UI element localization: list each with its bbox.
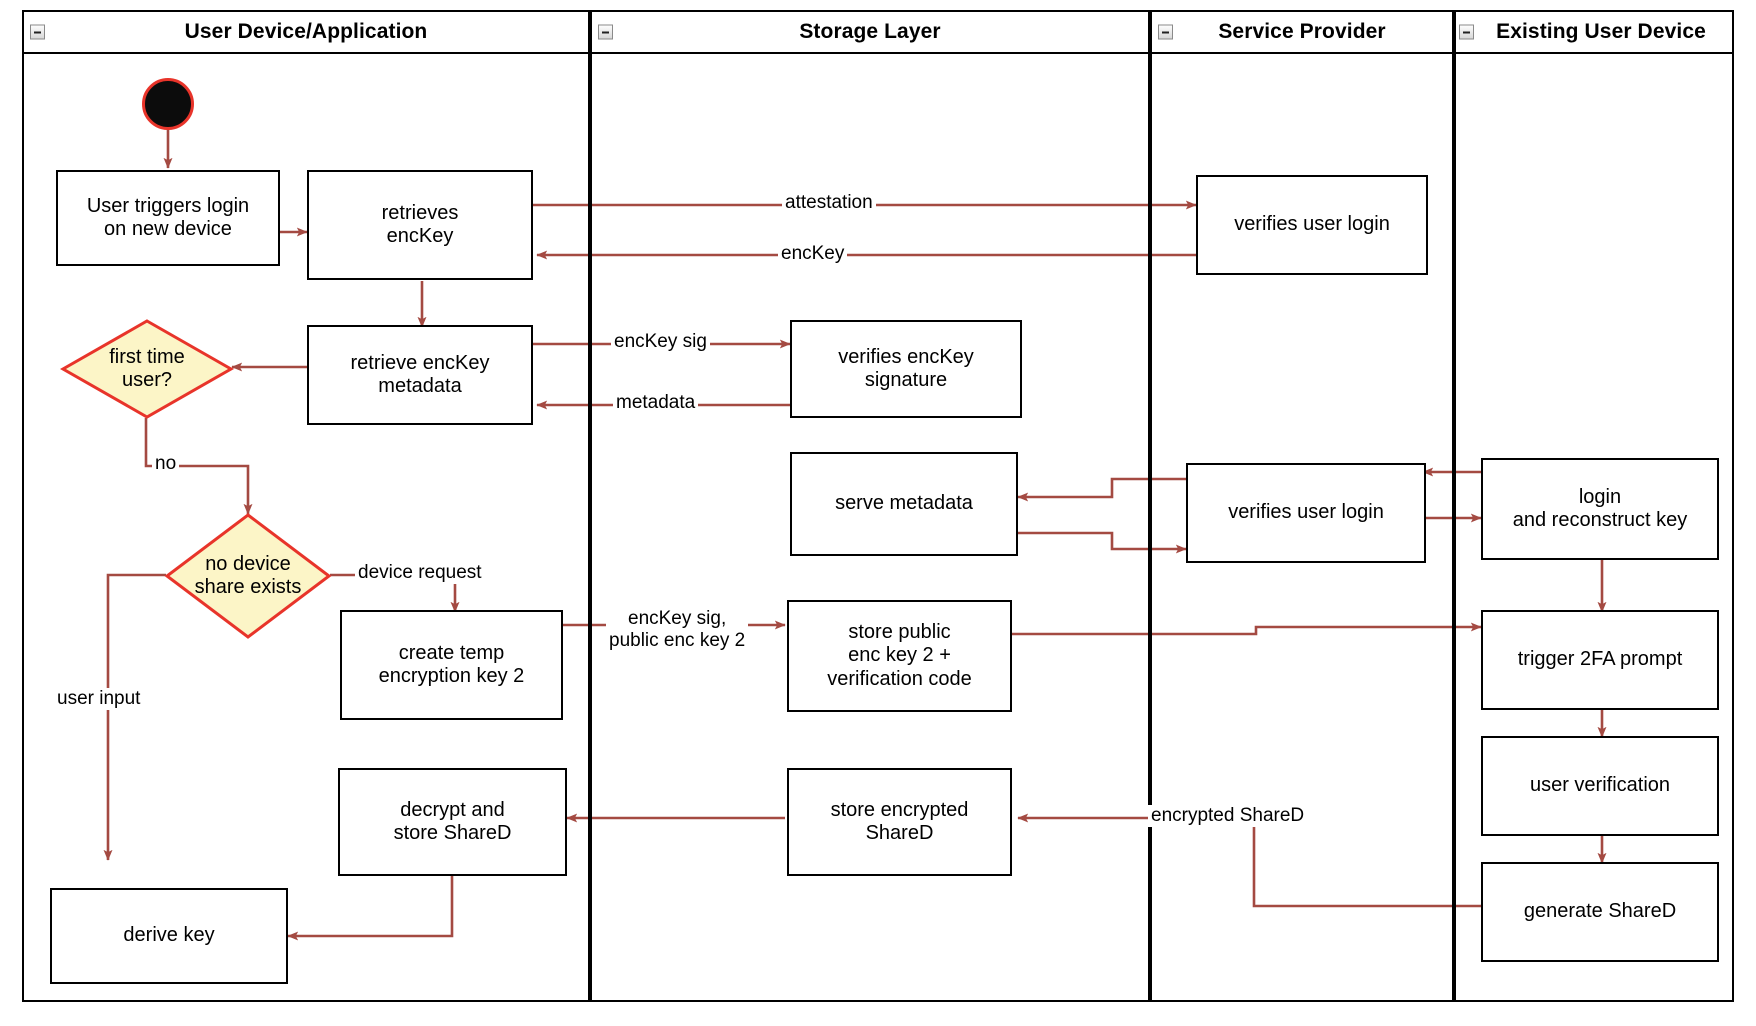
edge-label-enckey: encKey [778,243,848,265]
lane-header-existing-device[interactable]: Existing User Device [1454,10,1734,54]
decision-no-device-share[interactable]: no device share exists [164,512,332,640]
edge-label-no: no [152,453,180,475]
lane-title-existing-device: Existing User Device [1496,20,1706,43]
node-verifies-enckey-signature[interactable]: verifies encKey signature [790,320,1022,418]
edge-label-user-input: user input [54,688,144,710]
node-create-temp-encryption-key-2[interactable]: create temp encryption key 2 [340,610,563,720]
edge-label-attestation: attestation [782,192,876,214]
node-verifies-user-login-2[interactable]: verifies user login [1186,463,1426,563]
node-user-verification[interactable]: user verification [1481,736,1719,836]
collapse-minus-icon[interactable] [1459,24,1474,40]
decision-label-no-device-share: no device share exists [194,552,302,598]
node-retrieve-enckey-metadata[interactable]: retrieve encKey metadata [307,325,533,425]
node-store-public-enc-key-2[interactable]: store public enc key 2 + verification co… [787,600,1012,712]
lane-title-user-device: User Device/Application [184,20,428,43]
edge-label-encrypted-shared: encrypted ShareD [1148,805,1308,827]
decision-label-first-time-user: first time user? [109,345,185,391]
lane-header-storage[interactable]: Storage Layer [590,10,1150,54]
decision-first-time-user[interactable]: first time user? [60,318,234,420]
node-decrypt-and-store-shared[interactable]: decrypt and store ShareD [338,768,567,876]
diamond-shape [164,513,332,639]
lane-title-storage: Storage Layer [799,20,941,43]
collapse-minus-icon[interactable] [30,24,45,40]
edge-label-enckeysig-pubkey: encKey sig, public enc key 2 [606,608,749,652]
node-generate-shared[interactable]: generate ShareD [1481,862,1719,962]
lane-header-user-device[interactable]: User Device/Application [22,10,590,54]
collapse-minus-icon[interactable] [598,24,613,40]
node-user-triggers-login[interactable]: User triggers login on new device [56,170,280,266]
node-trigger-2fa-prompt[interactable]: trigger 2FA prompt [1481,610,1719,710]
node-verifies-user-login-1[interactable]: verifies user login [1196,175,1428,275]
node-derive-key[interactable]: derive key [50,888,288,984]
diamond-shape [60,319,234,419]
edge-label-device-request: device request [355,562,485,584]
collapse-minus-icon[interactable] [1158,24,1173,40]
start-node[interactable] [142,78,194,130]
lane-header-service[interactable]: Service Provider [1150,10,1454,54]
lane-title-service: Service Provider [1218,20,1386,43]
node-retrieves-enckey[interactable]: retrieves encKey [307,170,533,280]
edge-label-enckey-sig: encKey sig [611,331,710,353]
node-store-encrypted-shared[interactable]: store encrypted ShareD [787,768,1012,876]
node-login-and-reconstruct-key[interactable]: login and reconstruct key [1481,458,1719,560]
node-serve-metadata[interactable]: serve metadata [790,452,1018,556]
edge-label-metadata: metadata [613,392,699,414]
